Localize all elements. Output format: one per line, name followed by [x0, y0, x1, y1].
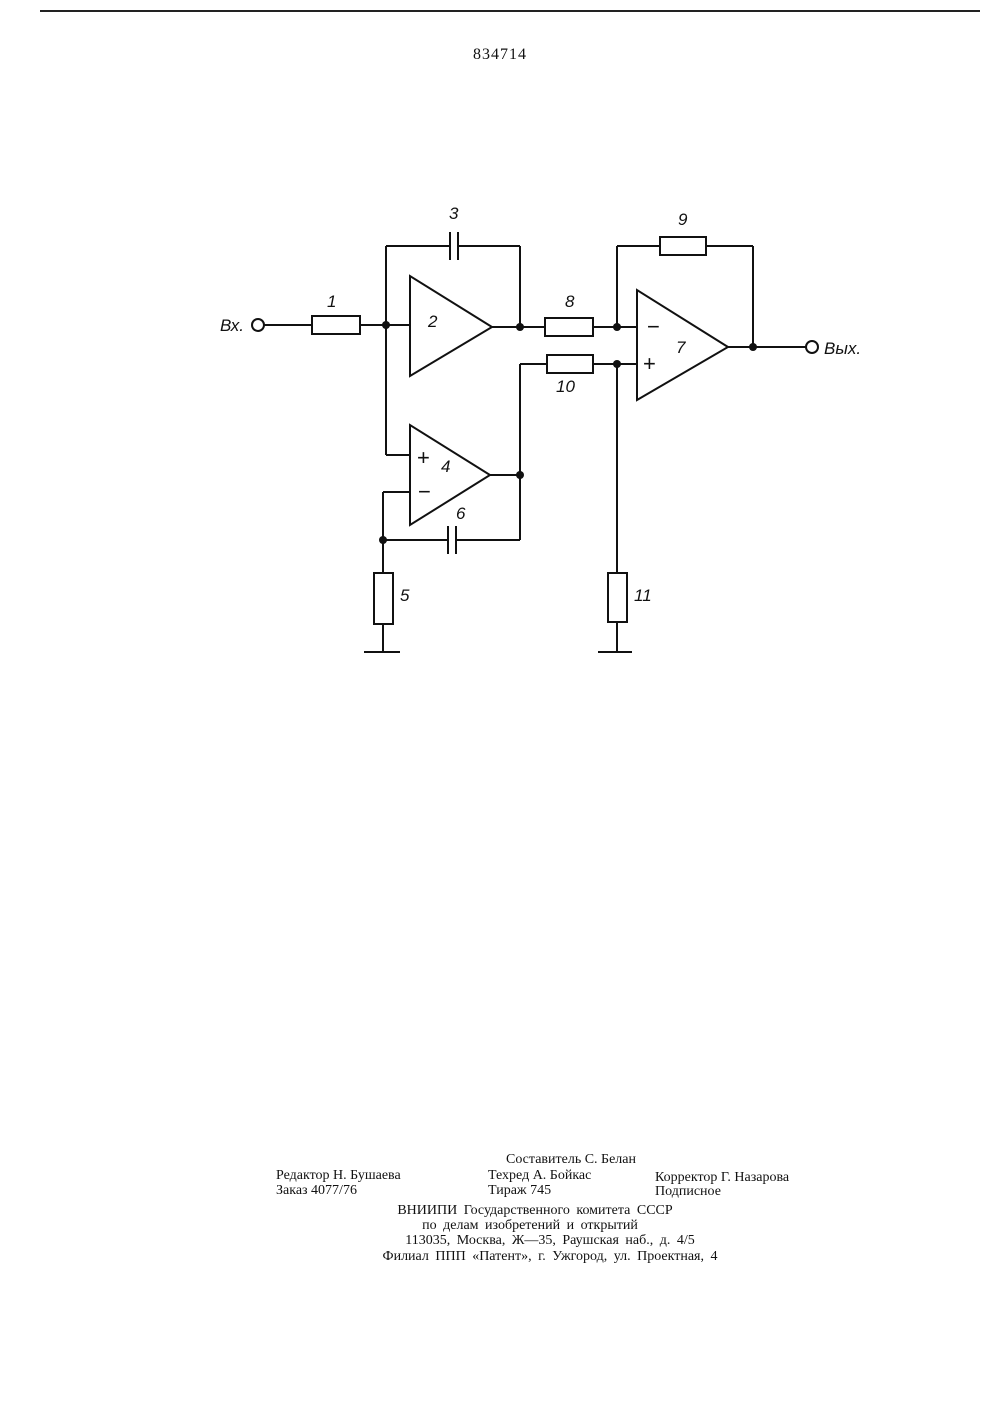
- label-6: 6: [456, 504, 466, 523]
- editor-line: Редактор Н. Бушаева: [276, 1168, 401, 1183]
- label-7: 7: [676, 338, 686, 357]
- resistor-1: [312, 316, 360, 334]
- order-line: Заказ 4077/76: [276, 1183, 357, 1198]
- resistor-10: [547, 355, 593, 373]
- branch-line: Филиал ППП «Патент», г. Ужгород, ул. Про…: [0, 1249, 1000, 1264]
- label-8: 8: [565, 292, 575, 311]
- capacitor-3: [450, 232, 458, 260]
- amplifier-2: [410, 276, 492, 376]
- amp7-plus-sign: +: [643, 351, 656, 376]
- capacitor-6: [448, 526, 456, 554]
- output-terminal: [806, 341, 818, 353]
- techred-line: Техред А. Бойкас: [488, 1168, 591, 1183]
- label-11: 11: [634, 586, 652, 605]
- amp4-minus-sign: −: [418, 479, 431, 504]
- amp7-minus-sign: −: [647, 314, 660, 339]
- label-5: 5: [400, 586, 410, 605]
- org-line-2: по делам изобретений и открытий: [0, 1218, 1000, 1233]
- address-line: 113035, Москва, Ж—35, Раушская наб., д. …: [0, 1233, 1000, 1248]
- input-label: Вх.: [220, 316, 244, 335]
- input-terminal: [252, 319, 264, 331]
- compiler-line: Составитель С. Белан: [506, 1152, 636, 1167]
- corrector-line: Корректор Г. Назарова: [655, 1170, 789, 1185]
- output-label: Вых.: [824, 339, 861, 358]
- subscription-line: Подписное: [655, 1184, 721, 1199]
- amp4-plus-sign: +: [417, 445, 430, 470]
- org-line-1: ВНИИПИ Государственного комитета СССР: [0, 1203, 1000, 1218]
- resistor-8: [545, 318, 593, 336]
- label-2: 2: [427, 312, 438, 331]
- resistor-9: [660, 237, 706, 255]
- resistor-11: [608, 573, 627, 622]
- wires: [264, 246, 806, 652]
- label-3: 3: [449, 204, 459, 223]
- label-10: 10: [556, 377, 575, 396]
- label-4: 4: [441, 457, 450, 476]
- resistor-5: [374, 573, 393, 624]
- label-1: 1: [327, 292, 336, 311]
- circulation-line: Тираж 745: [488, 1183, 551, 1198]
- label-9: 9: [678, 210, 688, 229]
